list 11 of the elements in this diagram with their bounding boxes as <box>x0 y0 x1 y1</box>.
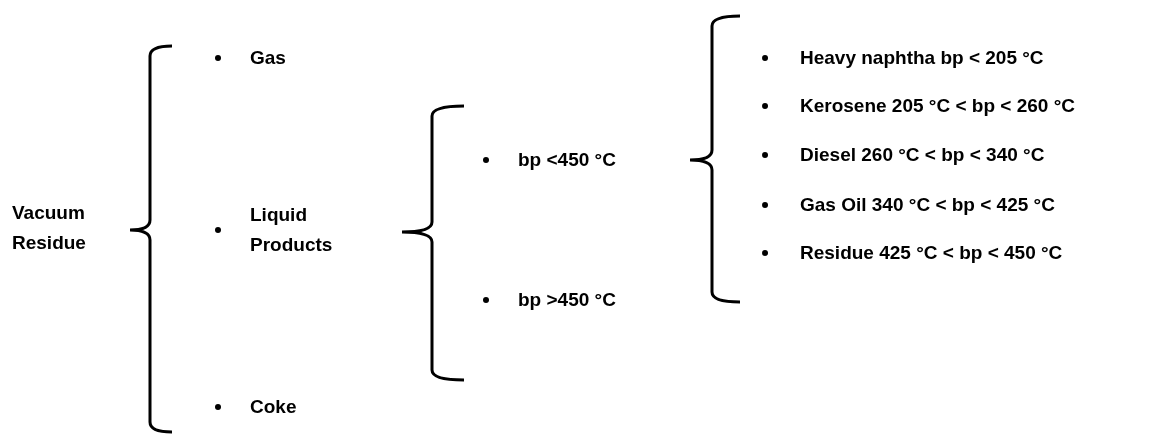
list-item-text: Diesel 260 °C < bp < 340 °C <box>800 143 1045 167</box>
list-item-text: Kerosene 205 °C < bp < 260 °C <box>800 94 1075 118</box>
list-item-text: Heavy naphtha bp < 205 °C <box>800 46 1044 70</box>
root-label: Vacuum Residue <box>12 201 87 255</box>
list-item-text: Gas Oil 340 °C < bp < 425 °C <box>800 193 1055 217</box>
list-item-text: bp <450 °C <box>518 148 616 172</box>
list-item-text: bp >450 °C <box>518 288 616 312</box>
list-item-text: Residue 425 °C < bp < 450 °C <box>800 241 1063 265</box>
list-item-text: Gas <box>250 46 286 70</box>
list-item-text: Coke <box>250 395 297 419</box>
list-item-text: Liquid Products <box>250 203 334 257</box>
